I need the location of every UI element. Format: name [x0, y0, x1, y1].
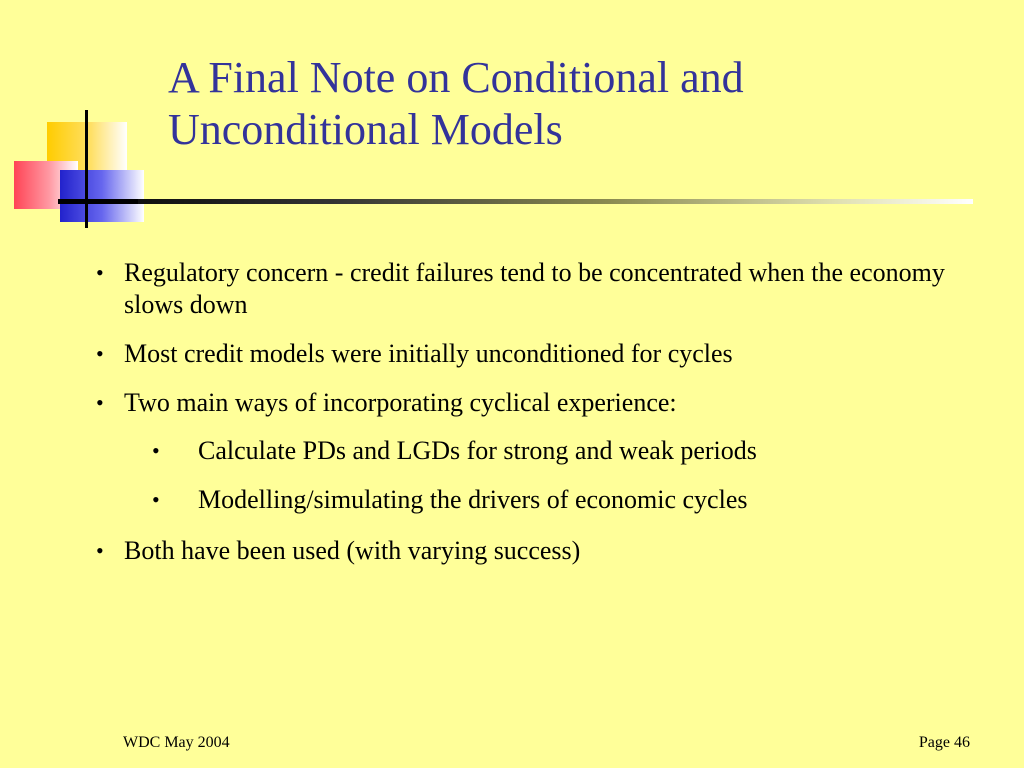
page-number: Page 46 — [918, 734, 970, 751]
bullet-dot: • — [152, 438, 160, 463]
sub-bullet-item: • Modelling/simulating the drivers of ec… — [0, 484, 1024, 516]
bullet-dot: • — [96, 341, 104, 366]
decorative-blue-square — [60, 170, 144, 222]
bullet-dot: • — [96, 538, 104, 563]
bullet-text: Both have been used (with varying succes… — [124, 536, 581, 565]
bullet-text: Regulatory concern - credit failures ten… — [124, 258, 945, 319]
footer-date: WDC May 2004 — [123, 734, 230, 751]
sub-bullet-item: • Calculate PDs and LGDs for strong and … — [0, 435, 1024, 467]
bullet-dot: • — [96, 260, 104, 285]
decorative-vertical-line — [85, 110, 88, 228]
bullet-item: • Both have been used (with varying succ… — [0, 535, 1024, 567]
bullet-dot: • — [96, 390, 104, 415]
bullet-item: • Two main ways of incorporating cyclica… — [0, 387, 1024, 419]
bullet-item: • Regulatory concern - credit failures t… — [0, 257, 1024, 321]
bullet-text: Calculate PDs and LGDs for strong and we… — [198, 436, 757, 465]
bullet-text: Two main ways of incorporating cyclical … — [124, 388, 677, 417]
title-underline-dark-segment — [58, 199, 138, 204]
slide-title: A Final Note on Conditional and Uncondit… — [168, 53, 744, 154]
bullet-dot: • — [152, 487, 160, 512]
bullet-list: • Regulatory concern - credit failures t… — [0, 257, 1024, 567]
title-underline — [58, 199, 973, 204]
bullet-text: Modelling/simulating the drivers of econ… — [198, 485, 748, 514]
bullet-item: • Most credit models were initially unco… — [0, 338, 1024, 370]
bullet-text: Most credit models were initially uncond… — [124, 339, 733, 368]
